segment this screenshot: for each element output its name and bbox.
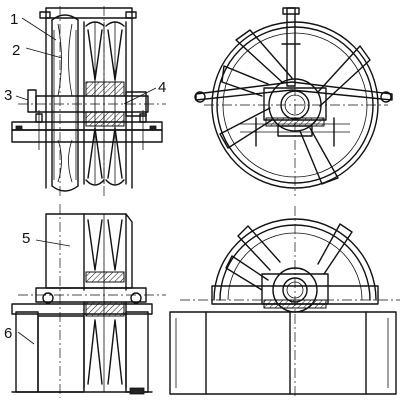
view-top-right-front xyxy=(194,7,393,196)
callout-3: 3 xyxy=(4,87,12,104)
view-bottom-left-section xyxy=(11,204,166,398)
leader-lines xyxy=(15,17,157,345)
callout-4: 4 xyxy=(158,79,166,96)
callout-6: 6 xyxy=(4,325,12,342)
callout-1: 1 xyxy=(10,11,18,28)
view-bottom-right-front xyxy=(169,206,400,398)
callout-2: 2 xyxy=(12,42,20,59)
view-top-left-section xyxy=(11,6,166,196)
callout-5: 5 xyxy=(22,230,30,247)
